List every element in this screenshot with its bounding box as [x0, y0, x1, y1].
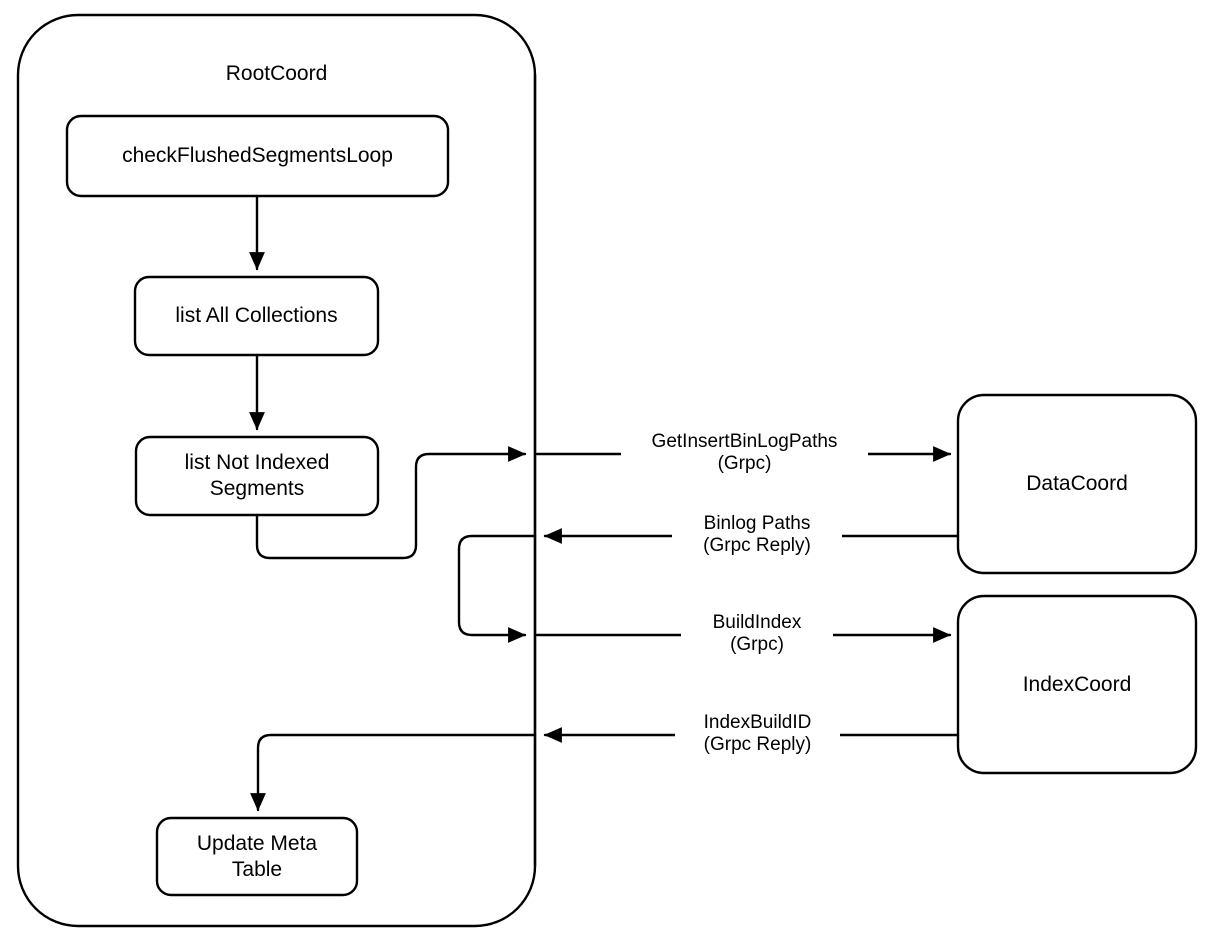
check-flushed-segments-loop-shape[interactable]	[65, 114, 450, 198]
edge-label-binlog-paths: Binlog Paths (Grpc Reply)	[672, 513, 842, 558]
connector-indexbuildid-to-update-meta	[250, 733, 537, 812]
edge-label-index-build-id: IndexBuildID (Grpc Reply)	[675, 712, 840, 757]
connector-binlogpaths-to-buildindex	[457, 534, 537, 643]
list-all-collections-shape[interactable]	[133, 275, 380, 357]
index-coord-shape[interactable]	[956, 594, 1198, 775]
update-meta-table-shape[interactable]	[155, 816, 359, 897]
connector-not-indexed-to-getinsertbinlogpaths	[255, 446, 527, 560]
edge-label-get-insert-binlog-paths: GetInsertBinLogPaths (Grpc)	[621, 431, 868, 476]
rootcoord-container-title: RootCoord	[225, 62, 328, 85]
list-not-indexed-segments-shape[interactable]	[134, 435, 380, 517]
data-coord-shape[interactable]	[956, 393, 1198, 575]
edge-label-build-index: BuildIndex (Grpc)	[681, 612, 833, 657]
